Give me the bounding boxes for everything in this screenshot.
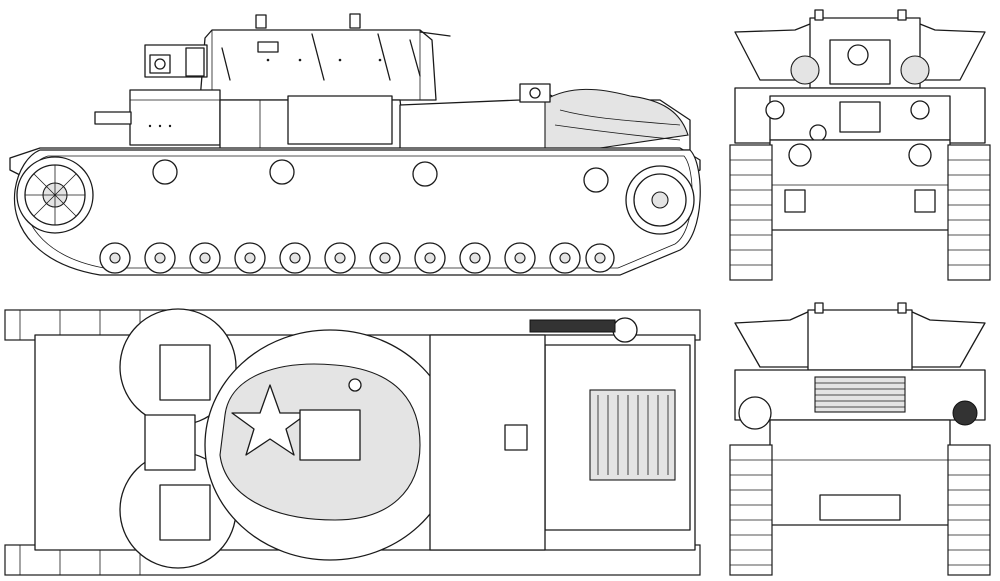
side-view [0,0,705,285]
front-view [720,0,1000,285]
rear-turret-section [734,302,986,371]
top-engine-deck [429,317,638,551]
front-view-drawing [729,9,991,281]
rear-view [720,295,1000,581]
front-turret [94,89,221,146]
front-turret-section [734,9,986,89]
rear-view-drawing [729,302,991,576]
rear-tracks [729,444,991,576]
front-tracks [729,144,991,281]
top-view-drawing [4,308,701,576]
bogie-wheels [99,242,615,274]
rear-hull [734,369,986,526]
main-turret [199,13,451,101]
side-view-drawing [9,13,701,276]
main-gun [144,44,208,78]
top-view [0,305,705,581]
front-hull [734,87,986,231]
top-main-turret [204,329,456,561]
road-wheels [16,156,695,274]
top-mg-turrets [119,308,237,569]
hull-superstructure [219,83,691,151]
return-rollers [152,159,609,193]
